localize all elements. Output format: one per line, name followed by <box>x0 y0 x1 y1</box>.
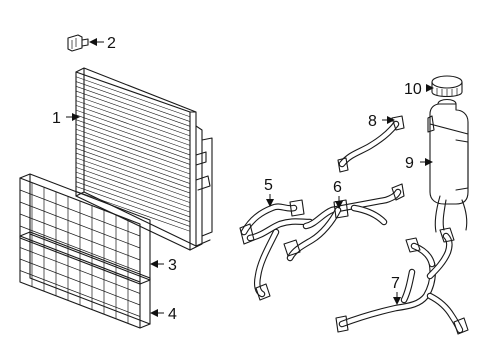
part-7-lower-hose <box>335 227 469 335</box>
part-4-air-shutter-lower <box>19 231 151 329</box>
part-10-expansion-tank-cap <box>431 75 463 98</box>
part-2-sensor <box>67 34 89 52</box>
part-5-hose <box>239 199 314 301</box>
callout-6: 6 <box>333 179 342 196</box>
callout-4: 4 <box>168 306 177 323</box>
callout-2: 2 <box>107 35 116 52</box>
part-3-air-shutter-upper <box>19 173 151 285</box>
part-1-radiator <box>75 67 213 251</box>
callout-8: 8 <box>368 113 377 130</box>
callout-5: 5 <box>264 177 273 194</box>
part-6-pipe <box>283 183 405 262</box>
callout-10: 10 <box>404 81 422 98</box>
callout-7: 7 <box>391 275 400 292</box>
callout-3: 3 <box>168 257 177 274</box>
part-8-vent-hose <box>337 115 405 173</box>
part-9-expansion-tank <box>427 98 469 233</box>
callout-9: 9 <box>405 155 414 172</box>
radiator-fins <box>75 76 191 232</box>
callout-1: 1 <box>52 110 61 127</box>
